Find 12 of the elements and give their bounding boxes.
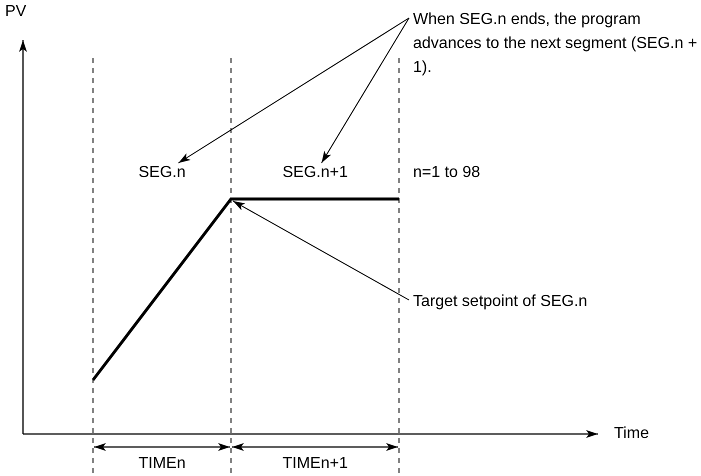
segment-label: SEG.n+1	[282, 161, 348, 185]
axis-label: PV	[5, 2, 26, 22]
duration-label: TIMEn+1	[282, 454, 348, 474]
duration-label: TIMEn	[138, 454, 186, 474]
leader-line	[178, 18, 410, 164]
axis-label: Time	[614, 424, 649, 444]
leader-line	[232, 200, 410, 300]
annotation-text: When SEG.n ends, the program advances to the next segment (SEG.n + 1).	[413, 8, 698, 80]
range-note: n=1 to 98	[413, 163, 480, 183]
segment-label: SEG.n	[138, 161, 186, 185]
annotation-text: Target setpoint of SEG.n	[413, 290, 588, 314]
leader-line	[321, 18, 410, 164]
